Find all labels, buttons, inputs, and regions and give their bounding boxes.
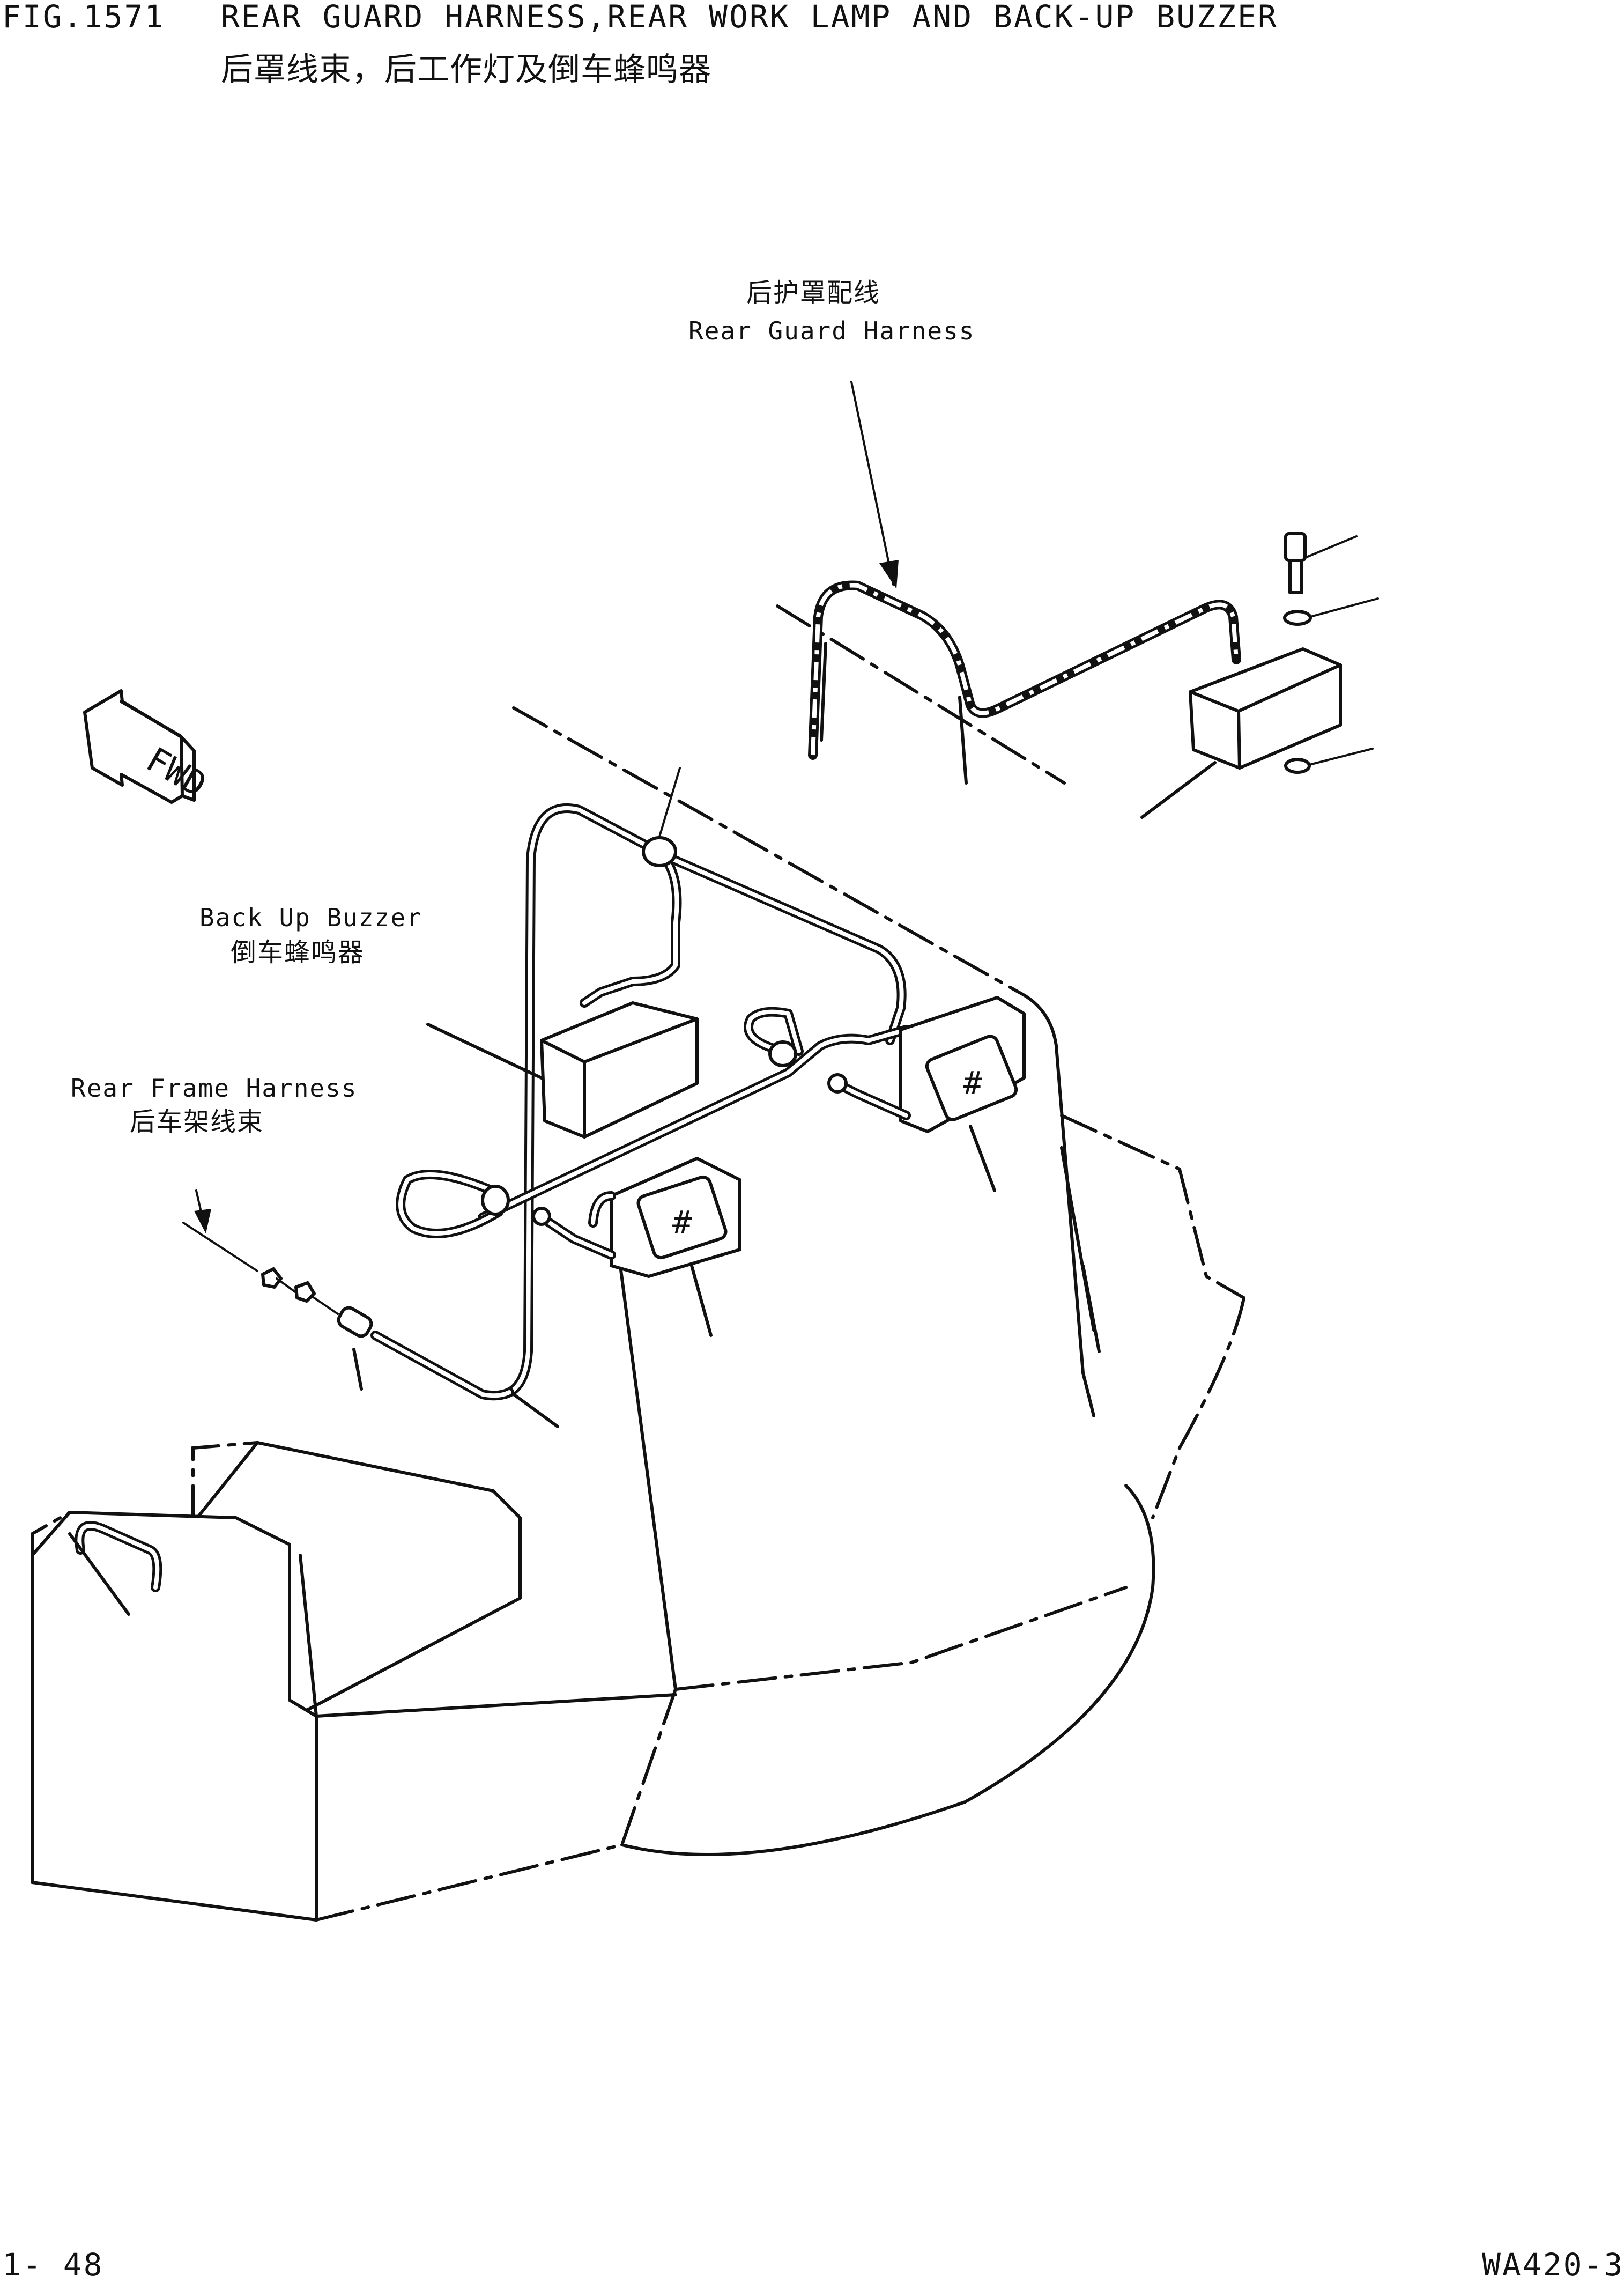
figure-title-chinese: 后罩线束，后工作灯及倒车蜂鸣器: [221, 51, 711, 88]
rear-guard-harness-label-en: Rear Guard Harness: [688, 316, 975, 345]
back-up-buzzer-label-cn: 倒车蜂鸣器: [231, 937, 365, 967]
rear-frame-body-drawing: [31, 706, 1245, 1922]
figure-title-english: REAR GUARD HARNESS,REAR WORK LAMP AND BA…: [221, 0, 1278, 35]
figure-number: FIG.1571: [2, 0, 165, 35]
page-number: 1- 48: [2, 2247, 104, 2283]
svg-text:#: #: [963, 1065, 982, 1102]
svg-text:#: #: [672, 1204, 692, 1242]
machine-model: WA420-3: [1482, 2247, 1624, 2283]
rear-frame-harness-drawing: # #: [182, 767, 1026, 1428]
rear-guard-harness-label-cn: 后护罩配线: [746, 278, 881, 308]
fwd-arrow-icon: FWD: [83, 689, 213, 806]
rear-guard-harness-drawing: [776, 381, 1379, 819]
back-up-buzzer-label-en: Back Up Buzzer: [199, 903, 422, 932]
rear-frame-harness-label-cn: 后车架线束: [130, 1107, 264, 1137]
rear-frame-harness-label-en: Rear Frame Harness: [71, 1074, 358, 1103]
